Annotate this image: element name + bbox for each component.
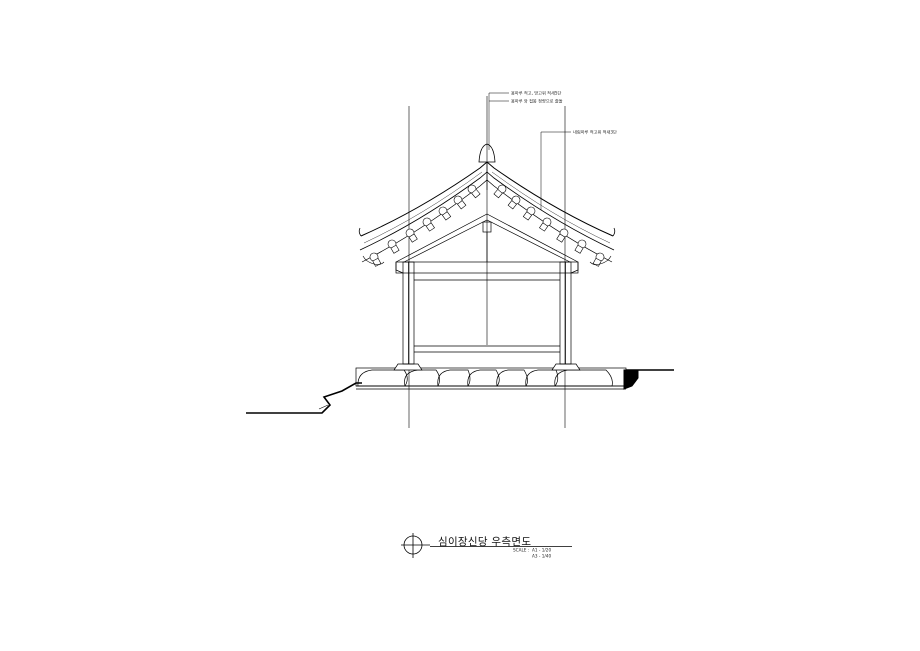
reference-lines [408,96,566,428]
stone-foundation [355,367,627,390]
title-block: 심이장신당 우측면도 SCALE : A1 - 1/20 A3 - 1/40 [401,533,572,559]
roof [358,143,616,263]
ground-line [246,369,674,414]
annotation-leaders [488,92,571,210]
scale-label: SCALE [513,548,527,553]
annotation-ridge-main: 용마루 적고, 망고위 적새5단 [511,90,562,97]
beams [395,261,579,353]
scale-separator-1: : [528,548,529,553]
annotation-ridge-sub: 용마루 와 접봉 정량으로 줄돌 [511,98,563,105]
column-plinths [393,363,581,371]
columns [402,261,572,365]
gable-truss [395,213,579,263]
scale-line-1: A1 - 1/20 [532,548,551,553]
rafter-ends-right [493,184,612,267]
rafter-ends-left [362,184,481,267]
section-symbol-icon [401,533,430,558]
annotation-hip-ridge: 내림마루 적고위 적새3단 [573,129,617,136]
drawing-title: 심이장신당 우측면도 [438,536,531,548]
scale-line-2: A3 - 1/40 [532,554,551,559]
